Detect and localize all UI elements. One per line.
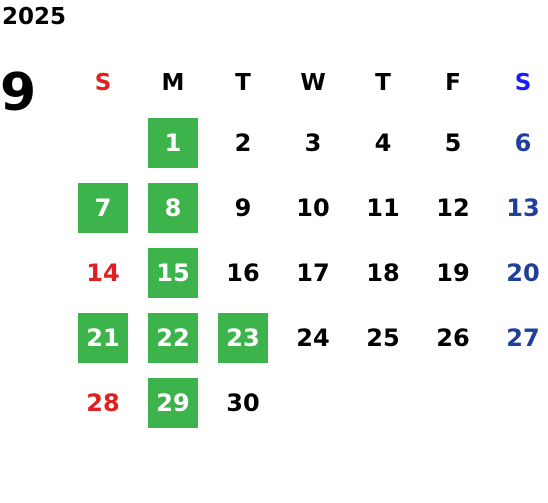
calendar-day[interactable]: 30: [226, 388, 260, 417]
calendar-day[interactable]: 19: [436, 258, 470, 287]
calendar-day[interactable]: 11: [366, 193, 400, 222]
day-cell-mon: 8: [138, 175, 208, 240]
day-cell-sat: 13: [488, 175, 548, 240]
highlighted-day[interactable]: 23: [218, 312, 268, 363]
day-cell-sun: 7: [68, 175, 138, 240]
day-cell-thu: 4: [348, 110, 418, 175]
day-cell-mon: 15: [138, 240, 208, 305]
calendar-day[interactable]: 9: [234, 193, 252, 222]
highlighted-day[interactable]: 22: [148, 312, 198, 363]
calendar-day[interactable]: 5: [444, 128, 462, 157]
highlighted-day[interactable]: 21: [78, 312, 128, 363]
weekday-mon: M: [161, 69, 185, 96]
highlighted-day[interactable]: 15: [148, 247, 198, 298]
day-cell-wed: 24: [278, 305, 348, 370]
highlighted-day[interactable]: 1: [148, 117, 198, 168]
week-row: 21 22 23 24 25 26 27: [68, 305, 548, 370]
day-cell-sun: 14: [68, 240, 138, 305]
calendar-day[interactable]: 27: [506, 323, 540, 352]
calendar-day: [428, 378, 478, 428]
day-cell-fri: [418, 370, 488, 435]
calendar-day[interactable]: 4: [374, 128, 392, 157]
day-cell-mon: 29: [138, 370, 208, 435]
day-cell-mon: 22: [138, 305, 208, 370]
day-cell-wed: 17: [278, 240, 348, 305]
calendar-day[interactable]: 24: [296, 323, 330, 352]
calendar-day[interactable]: 20: [506, 258, 540, 287]
day-cell-wed: [278, 370, 348, 435]
day-cell-fri: 5: [418, 110, 488, 175]
day-cell-sat: 6: [488, 110, 548, 175]
day-cell-fri: 12: [418, 175, 488, 240]
day-cell-thu: 11: [348, 175, 418, 240]
month-label: 9: [0, 63, 37, 123]
day-cell-thu: 25: [348, 305, 418, 370]
day-cell-mon: 1: [138, 110, 208, 175]
weekday-fri: F: [445, 69, 461, 96]
calendar-day[interactable]: 3: [304, 128, 322, 157]
highlighted-day[interactable]: 7: [78, 182, 128, 233]
calendar-day: [288, 378, 338, 428]
calendar-day[interactable]: 25: [366, 323, 400, 352]
day-cell-tue: 2: [208, 110, 278, 175]
day-cell-sun: 28: [68, 370, 138, 435]
weekday-header-row: S M T W T F S: [68, 55, 548, 110]
calendar-day[interactable]: 26: [436, 323, 470, 352]
highlighted-day[interactable]: 29: [148, 377, 198, 428]
weekday-sat: S: [514, 69, 532, 96]
calendar-day: [358, 378, 408, 428]
weekday-thu: T: [375, 69, 391, 96]
calendar-day[interactable]: 10: [296, 193, 330, 222]
day-cell-sat: 27: [488, 305, 548, 370]
weekday-wed: W: [300, 69, 326, 96]
day-cell-tue: 9: [208, 175, 278, 240]
week-row: 1 2 3 4 5 6: [68, 110, 548, 175]
day-cell-sun: 21: [68, 305, 138, 370]
day-cell-sat: 20: [488, 240, 548, 305]
day-cell-fri: 19: [418, 240, 488, 305]
day-cell-tue: 23: [208, 305, 278, 370]
day-cell-tue: 30: [208, 370, 278, 435]
day-cell-thu: [348, 370, 418, 435]
day-cell-thu: 18: [348, 240, 418, 305]
weekday-sun: S: [94, 69, 112, 96]
calendar-day[interactable]: 17: [296, 258, 330, 287]
day-cell-wed: 3: [278, 110, 348, 175]
calendar-day[interactable]: 18: [366, 258, 400, 287]
day-cell-fri: 26: [418, 305, 488, 370]
highlighted-day[interactable]: 8: [148, 182, 198, 233]
week-row: 14 15 16 17 18 19 20: [68, 240, 548, 305]
day-cell-wed: 10: [278, 175, 348, 240]
calendar-day[interactable]: 2: [234, 128, 252, 157]
week-row: 28 29 30: [68, 370, 548, 435]
calendar-day[interactable]: 16: [226, 258, 260, 287]
year-label: 2025: [2, 4, 67, 30]
calendar-day[interactable]: 12: [436, 193, 470, 222]
day-cell-sun: [68, 110, 138, 175]
calendar-day[interactable]: 14: [86, 258, 120, 287]
calendar-day[interactable]: 28: [86, 388, 120, 417]
calendar-day[interactable]: 6: [514, 128, 532, 157]
calendar-day[interactable]: 13: [506, 193, 540, 222]
calendar-day: [498, 378, 548, 428]
day-cell-tue: 16: [208, 240, 278, 305]
day-cell-sat: [488, 370, 548, 435]
calendar-day: [78, 118, 128, 168]
weekday-tue: T: [235, 69, 251, 96]
